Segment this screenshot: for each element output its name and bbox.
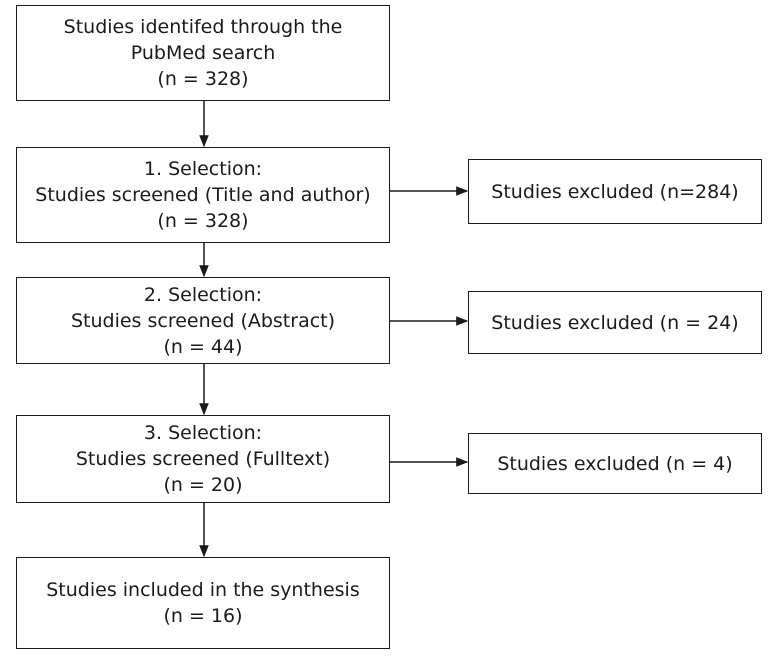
inclusion-count: (n = 16): [163, 605, 243, 627]
selection-1-title: 1. Selection:: [143, 158, 263, 180]
identification-line-2: PubMed search: [130, 42, 276, 64]
selection-3-title: 3. Selection:: [143, 422, 263, 444]
exclusion-3-label: Studies excluded (n = 4): [497, 452, 733, 475]
exclusion-1-box: Studies excluded (n=284): [468, 159, 762, 224]
selection-3-box: 3. Selection: Studies screened (Fulltext…: [16, 415, 390, 503]
exclusion-2-label: Studies excluded (n = 24): [491, 311, 739, 334]
inclusion-box: Studies included in the synthesis (n = 1…: [16, 557, 390, 649]
inclusion-description: Studies included in the synthesis: [46, 579, 360, 601]
selection-2-description: Studies screened (Abstract): [70, 309, 336, 332]
selection-1-description: Studies screened (Title and author): [35, 184, 371, 206]
exclusion-2-box: Studies excluded (n = 24): [468, 291, 762, 354]
selection-2-count: (n = 44): [163, 335, 243, 358]
identification-line-1: Studies identifed through the: [63, 16, 343, 38]
exclusion-3-box: Studies excluded (n = 4): [468, 433, 762, 494]
selection-1-box: 1. Selection: Studies screened (Title an…: [16, 147, 390, 243]
selection-1-count: (n = 328): [157, 210, 249, 232]
selection-3-description: Studies screened (Fulltext): [75, 448, 331, 470]
exclusion-1-label: Studies excluded (n=284): [491, 180, 739, 203]
identification-box: Studies identifed through the PubMed sea…: [16, 5, 390, 101]
selection-2-box: 2. Selection: Studies screened (Abstract…: [16, 277, 390, 364]
selection-2-title: 2. Selection:: [143, 283, 263, 306]
identification-count: (n = 328): [157, 68, 249, 90]
selection-3-count: (n = 20): [163, 474, 243, 496]
